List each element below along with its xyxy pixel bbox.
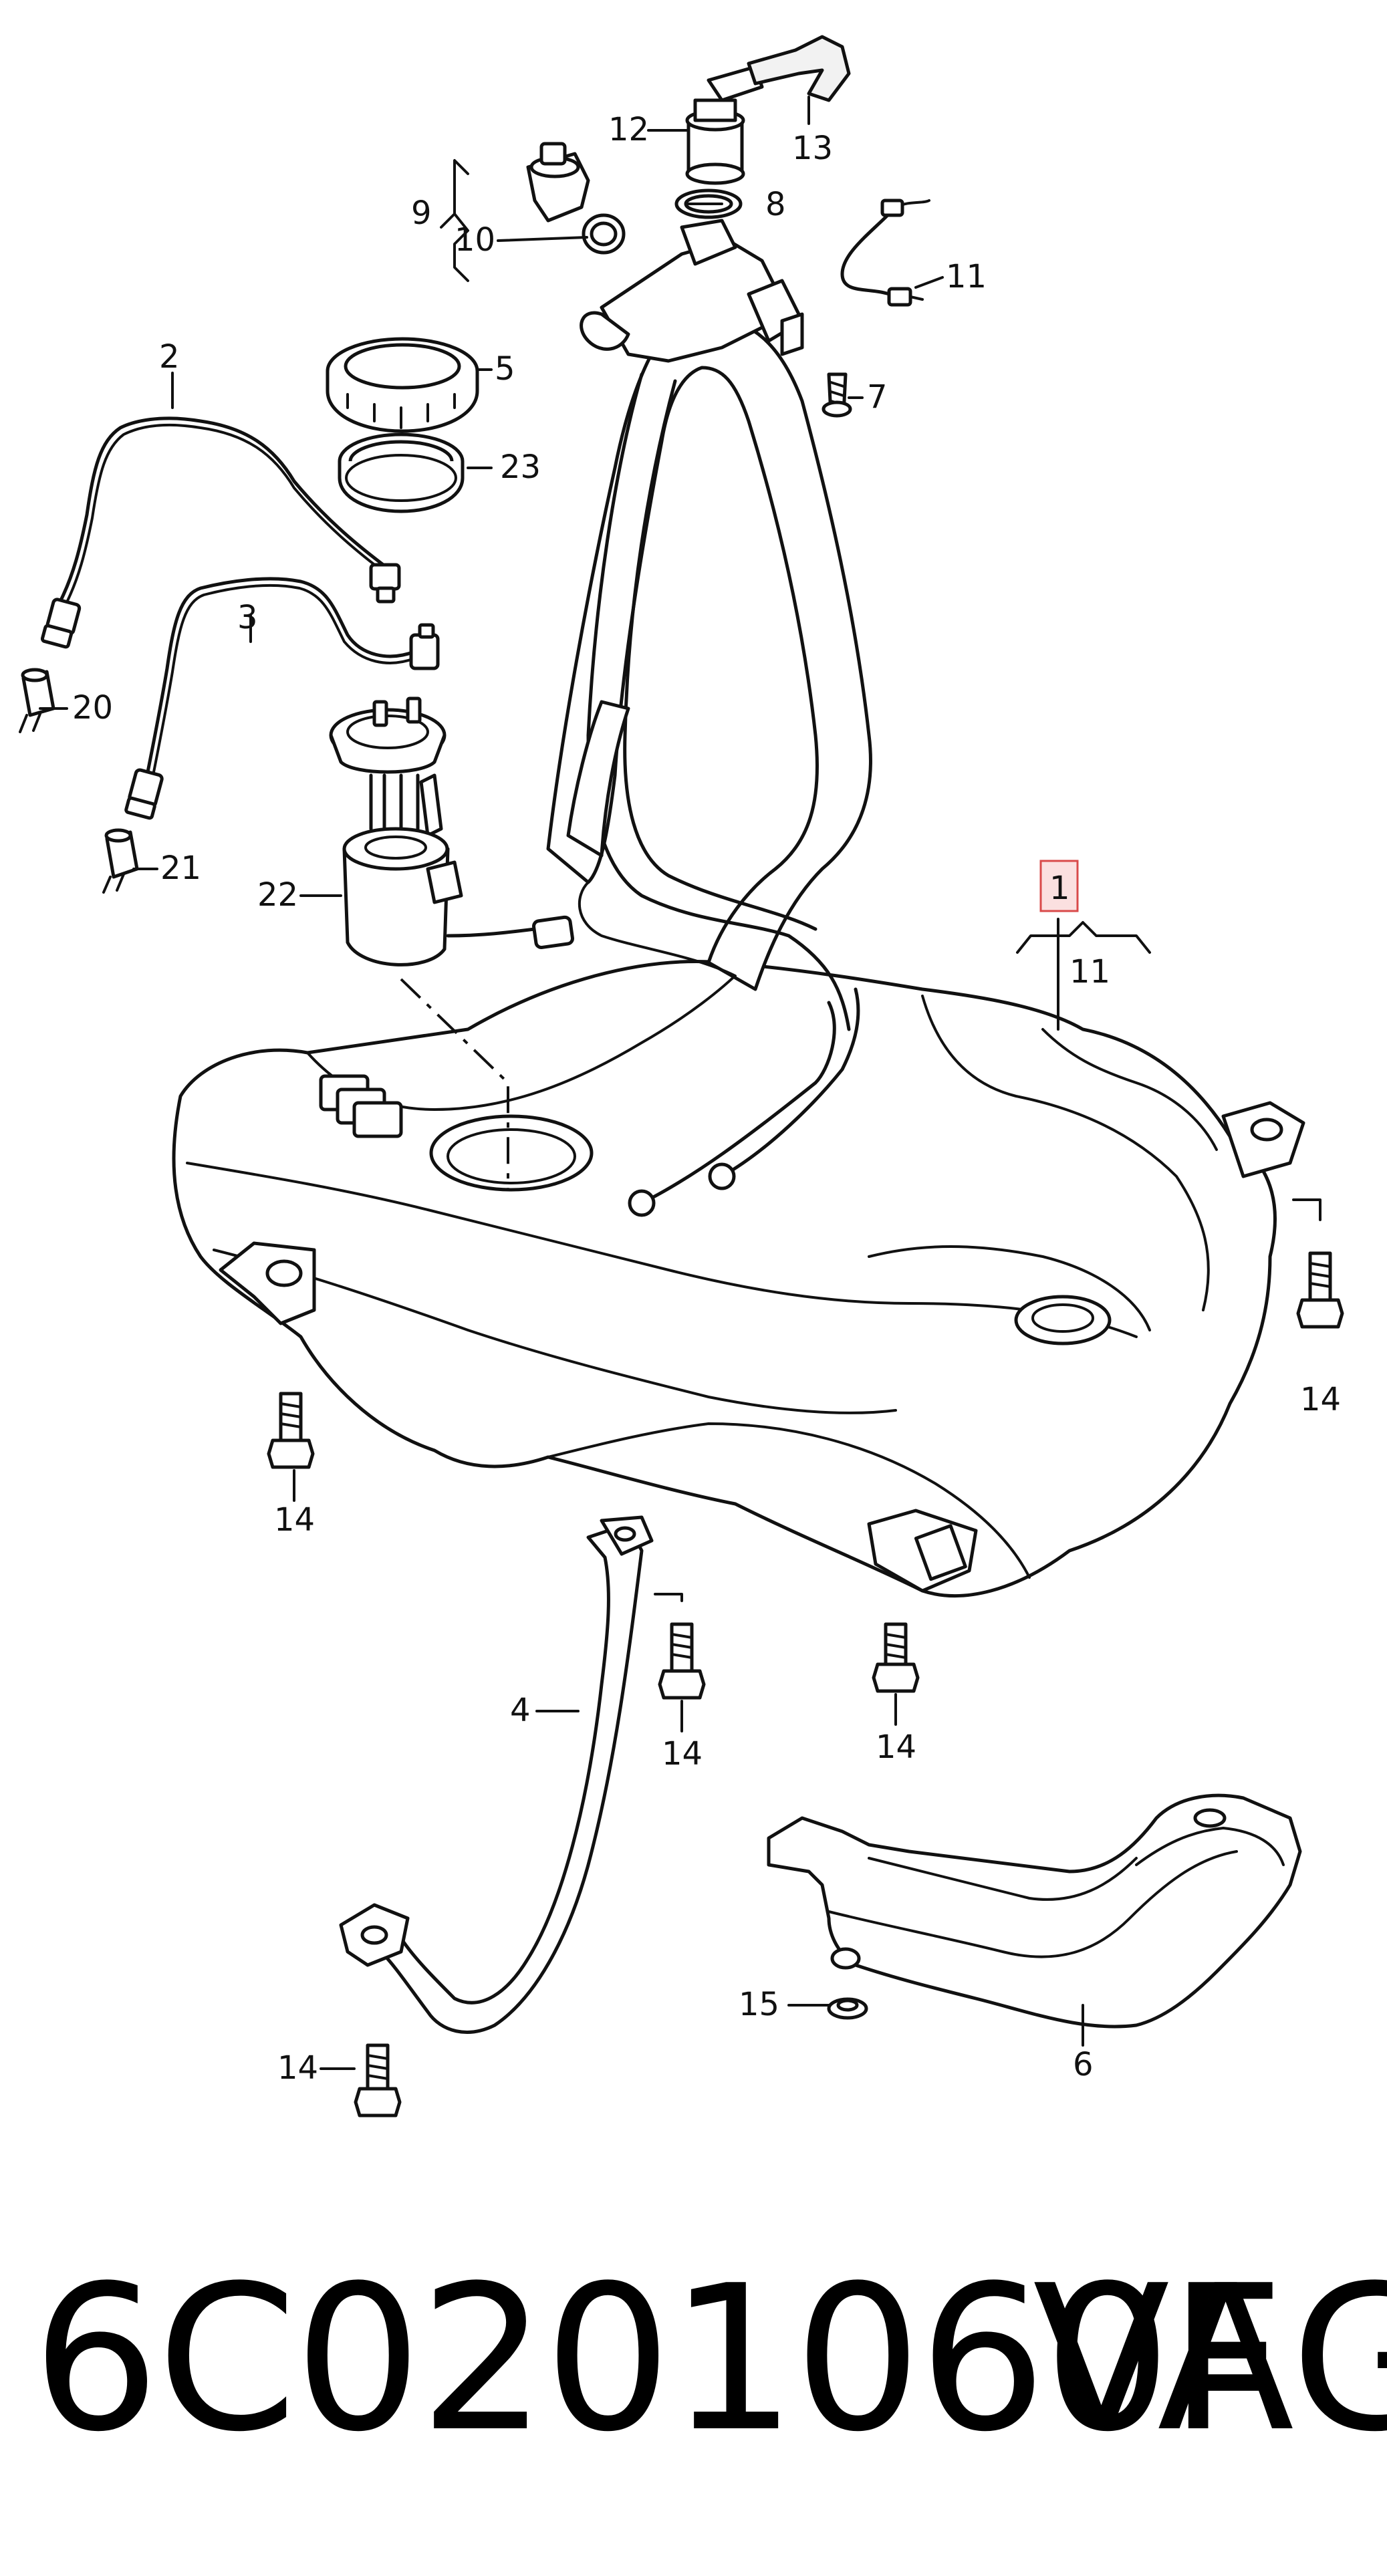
callout-11-tank: 11 <box>1069 953 1110 991</box>
callout-14-center: 14 <box>662 1735 703 1773</box>
callout-7: 7 <box>867 378 888 416</box>
tank-connector-block <box>319 1074 403 1138</box>
callout-11-sensor: 11 <box>946 258 987 295</box>
brand-label: VAG <box>1033 2242 1387 2476</box>
callout-15: 15 <box>739 1986 779 2023</box>
part-14-bolt-right <box>1296 1251 1344 1329</box>
callout-6: 6 <box>1073 2046 1094 2083</box>
part-5-locking-ring <box>326 337 479 433</box>
part-10-sender-cap <box>526 142 590 223</box>
filler-tube <box>546 219 872 1031</box>
part-15-nut <box>827 1997 868 2020</box>
callout-22: 22 <box>257 876 298 914</box>
callout-1-highlight <box>1039 860 1079 912</box>
callout-8: 8 <box>765 186 786 223</box>
callout-3: 3 <box>237 599 258 636</box>
part-14-bolt-center <box>658 1622 706 1700</box>
callout-2: 2 <box>159 338 180 376</box>
callout-14-mid-right: 14 <box>876 1728 916 1766</box>
callout-23: 23 <box>500 448 541 486</box>
part-12-filter <box>685 65 764 185</box>
part-13-hose <box>747 35 851 102</box>
fuel-tank-exploded-diagram: 1 11 2 3 4 5 6 7 8 9 10 11 12 13 14 14 1… <box>19 35 1344 2117</box>
callout-labels: 1 11 2 3 4 5 6 7 8 9 10 11 12 13 14 14 1… <box>72 111 1341 2087</box>
callout-20: 20 <box>72 689 113 727</box>
part-4-strap <box>339 1515 654 2034</box>
part-7-screw <box>822 372 852 418</box>
part-11-sensor-wire <box>840 199 930 307</box>
part-8-o-ring <box>674 188 743 219</box>
callout-14-right: 14 <box>1300 1381 1341 1418</box>
assembly-axis-line <box>400 978 509 1190</box>
part-number: 6C0201060F <box>32 2242 1284 2476</box>
callout-10: 10 <box>455 221 495 259</box>
part-23-seal <box>338 432 465 513</box>
fuel-tank <box>172 959 1305 1597</box>
part-14-bolt-mid-right <box>872 1622 920 1693</box>
part-14-bolt-bottom <box>354 2043 402 2117</box>
callout-1: 1 <box>1049 870 1070 907</box>
part-20-connector <box>19 668 55 733</box>
part-22-fuel-pump <box>329 696 574 967</box>
part-6-heat-shield <box>767 1793 1302 2029</box>
part-21-connector <box>102 828 139 894</box>
callout-5: 5 <box>495 350 515 388</box>
callout-12: 12 <box>608 111 649 148</box>
callout-9: 9 <box>411 195 432 232</box>
callout-13: 13 <box>792 130 833 167</box>
callout-14-bottom: 14 <box>277 2049 318 2087</box>
part-14-bolt-left <box>267 1392 315 1469</box>
leader-lines <box>39 96 1321 2070</box>
part-10-gasket <box>582 213 626 255</box>
part-3-wiring-harness <box>124 577 440 820</box>
callout-21: 21 <box>160 850 201 887</box>
part-2-wiring-harness <box>40 416 401 649</box>
callout-4: 4 <box>510 1692 531 1729</box>
callout-14-left: 14 <box>274 1501 315 1539</box>
